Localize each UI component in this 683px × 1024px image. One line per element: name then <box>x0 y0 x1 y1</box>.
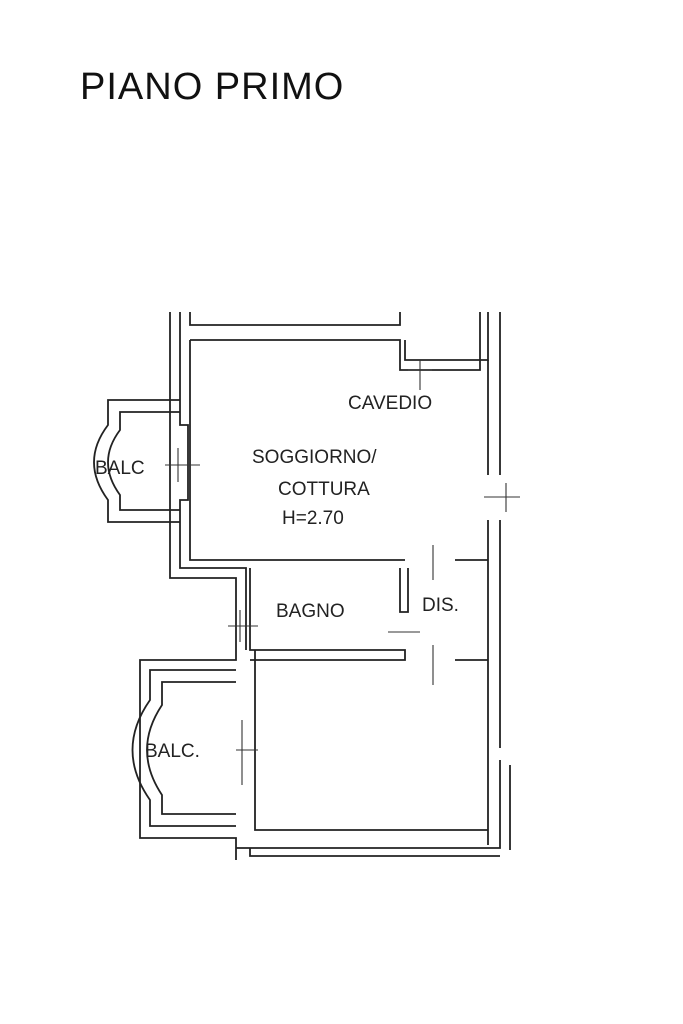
floor-title: PIANO PRIMO <box>80 66 345 108</box>
balcony-bottom <box>131 669 236 827</box>
outer-walls <box>139 312 511 860</box>
label-dis: DIS. <box>422 595 459 616</box>
label-soggiorno: SOGGIORNO/ <box>252 447 377 468</box>
label-bagno: BAGNO <box>276 601 345 622</box>
label-cavedio: CAVEDIO <box>348 393 432 414</box>
balcony-top <box>93 399 180 523</box>
dimension-ticks <box>165 360 520 785</box>
label-balcony-bottom: BALC. <box>145 741 200 762</box>
label-balcony-top: BALC <box>95 458 145 479</box>
label-height: H=2.70 <box>282 508 344 529</box>
label-cottura: COTTURA <box>278 479 370 500</box>
